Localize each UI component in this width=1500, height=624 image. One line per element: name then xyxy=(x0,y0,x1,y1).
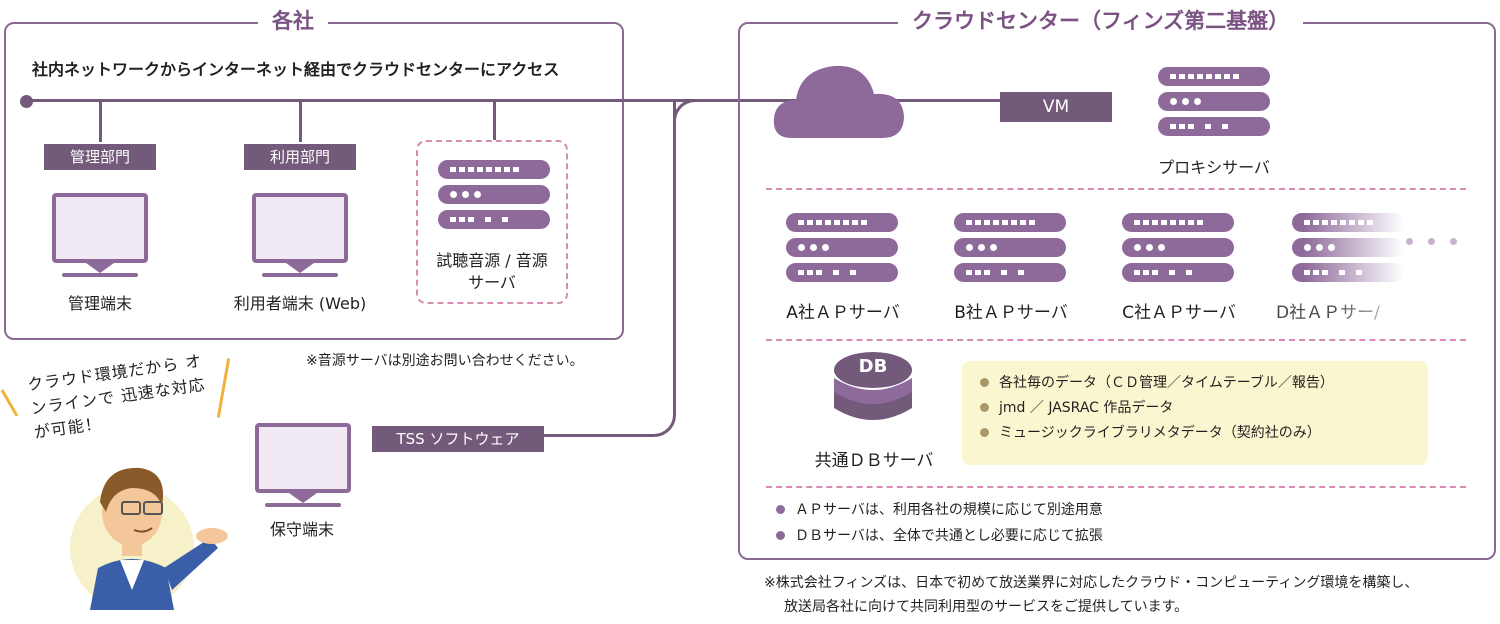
maintenance-terminal-label: 保守端末 xyxy=(269,520,334,539)
cloud-note-1: ＡＰサーバは、利用各社の規模に応じて別途用意 xyxy=(776,499,1103,519)
proxy-server-icon xyxy=(1158,67,1270,142)
database-icon xyxy=(834,352,912,420)
audio-server-note: ※音源サーバは別途お問い合わせください。 xyxy=(306,353,584,369)
user-terminal-icon xyxy=(252,193,348,277)
ap-server-icon-c xyxy=(1122,213,1234,288)
ap-server-label-c: C社ＡＰサーバ xyxy=(1122,303,1236,323)
speech-text: クラウド環境だから オンラインで 迅速な対応が可能！ xyxy=(26,351,207,442)
footer-note-line1: ※株式会社フィンズは、日本で初めて放送業界に対応したクラウド・コンピューティング… xyxy=(764,575,1419,591)
footer-note-line2: 放送局各社に向けて共同利用型のサービスをご提供しています。 xyxy=(784,599,1189,615)
cloud-icon xyxy=(773,65,904,138)
speech-accent-left xyxy=(0,389,19,417)
audio-server-label: 試聴音源 / 音源サーバ xyxy=(436,251,548,292)
divider-3 xyxy=(766,486,1466,488)
divider-2 xyxy=(766,339,1466,341)
maintenance-terminal-icon xyxy=(255,423,351,507)
ap-server-label-a: A社ＡＰサーバ xyxy=(786,303,900,323)
mgmt-dept-tag: 管理部門 xyxy=(44,144,156,170)
vm-tag: VM xyxy=(1000,92,1112,122)
ap-server-icon-d xyxy=(1292,213,1404,288)
cloud-note-2: ＤＢサーバは、全体で共通とし必要に応じて拡張 xyxy=(776,525,1103,545)
ap-server-label-d: D社ＡＰサー/ xyxy=(1276,303,1380,323)
audio-server-icon xyxy=(438,160,550,235)
ap-server-icon-a xyxy=(786,213,898,288)
db-server-label: 共通ＤＢサーバ xyxy=(814,451,934,471)
user-dept-tag: 利用部門 xyxy=(244,144,356,170)
user-drop xyxy=(299,100,302,142)
audio-server-box xyxy=(416,140,568,304)
more-servers-ellipsis xyxy=(1406,238,1462,248)
mgmt-terminal-icon xyxy=(52,193,148,277)
db-item: 各社毎のデータ（ＣＤ管理／タイムテーブル／報告） xyxy=(980,371,1428,396)
user-terminal-label: 利用者端末 (Web) xyxy=(233,294,367,313)
divider-1 xyxy=(766,188,1466,190)
companies-subtitle: 社内ネットワークからインターネット経由でクラウドセンターにアクセス xyxy=(32,60,560,79)
ap-server-label-b: B社ＡＰサーバ xyxy=(954,303,1068,323)
proxy-server-label: プロキシサーバ xyxy=(1158,158,1270,177)
db-label: DB xyxy=(858,356,888,377)
companies-title: 各社 xyxy=(258,8,328,34)
mgmt-drop xyxy=(99,100,102,142)
db-contents-box: 各社毎のデータ（ＣＤ管理／タイムテーブル／報告） jmd ／ JASRAC 作品… xyxy=(962,361,1428,465)
ap-server-icon-b xyxy=(954,213,1066,288)
maintenance-link xyxy=(506,99,676,437)
mgmt-terminal-label: 管理端末 xyxy=(67,294,132,313)
maintenance-link-top xyxy=(673,99,713,139)
audio-drop xyxy=(493,100,496,140)
db-item: jmd ／ JASRAC 作品データ xyxy=(980,396,1428,421)
db-item: ミュージックライブラリメタデータ（契約社のみ） xyxy=(980,421,1428,446)
person-illustration xyxy=(70,467,228,610)
cloud-center-title: クラウドセンター（フィンズ第二基盤） xyxy=(898,8,1304,34)
tss-tag: TSS ソフトウェア xyxy=(372,426,544,452)
